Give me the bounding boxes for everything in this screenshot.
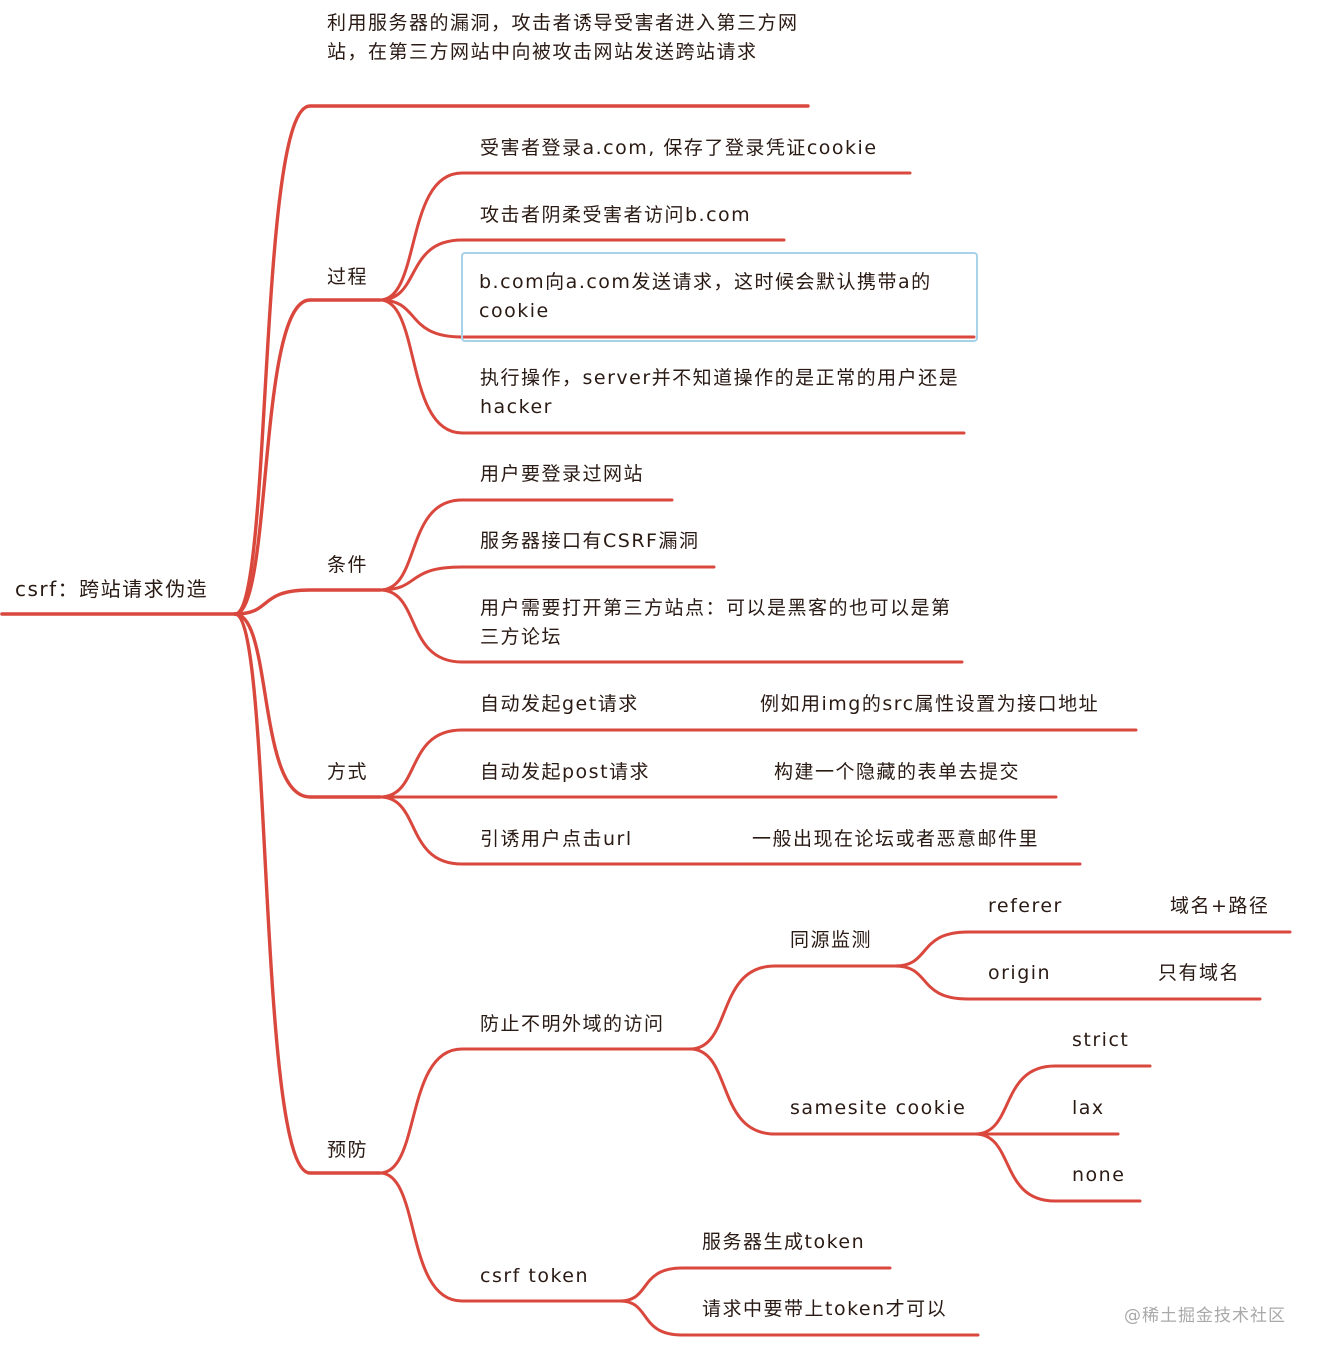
same-origin-node[interactable]: 同源监测 bbox=[790, 929, 873, 951]
branch-process bbox=[233, 298, 382, 616]
samesite-link-3 bbox=[973, 1132, 1142, 1203]
process-step-3[interactable]: b.com向a.com发送请求，这时候会默认携带a的cookie bbox=[479, 271, 932, 322]
method-link-3 bbox=[378, 795, 742, 866]
samesite-node[interactable]: samesite cookie bbox=[790, 1097, 967, 1119]
process-link-1 bbox=[378, 171, 912, 302]
method-link-1 bbox=[378, 728, 742, 799]
block-foreign-link-2 bbox=[688, 1047, 977, 1136]
samesite-none[interactable]: none bbox=[1072, 1164, 1126, 1186]
samesite-strict[interactable]: strict bbox=[1072, 1029, 1130, 1051]
condition-link-2 bbox=[378, 565, 716, 592]
method-get-detail[interactable]: 例如用img的src属性设置为接口地址 bbox=[760, 693, 1100, 715]
csrf-token-node[interactable]: csrf token bbox=[480, 1265, 590, 1287]
token-item-1[interactable]: 服务器生成token bbox=[702, 1231, 866, 1253]
token-link-2 bbox=[618, 1299, 980, 1337]
method-post-detail[interactable]: 构建一个隐藏的表单去提交 bbox=[774, 761, 1021, 783]
block-foreign-link-1 bbox=[688, 964, 897, 1051]
method-get[interactable]: 自动发起get请求 bbox=[480, 693, 639, 715]
origin-node[interactable]: origin bbox=[988, 962, 1052, 984]
process-node[interactable]: 过程 bbox=[327, 266, 369, 288]
referer-detail[interactable]: 域名+路径 bbox=[1170, 895, 1270, 917]
method-post[interactable]: 自动发起post请求 bbox=[480, 761, 651, 783]
samesite-link-1 bbox=[973, 1064, 1152, 1136]
condition-item-2[interactable]: 服务器接口有CSRF漏洞 bbox=[480, 530, 700, 552]
same-origin-link-1 bbox=[893, 930, 1077, 968]
watermark: @稀土掘金技术社区 bbox=[1124, 1306, 1286, 1326]
same-origin-link-2 bbox=[893, 964, 1077, 1001]
prevention-link-2 bbox=[378, 1171, 622, 1303]
samesite-lax[interactable]: lax bbox=[1072, 1097, 1105, 1119]
process-link-4 bbox=[378, 298, 966, 435]
branch-methods bbox=[233, 612, 382, 799]
branch-conditions bbox=[233, 588, 382, 616]
token-item-2[interactable]: 请求中要带上token才可以 bbox=[702, 1298, 948, 1320]
prevention-link-1 bbox=[378, 1047, 692, 1175]
condition-link-3 bbox=[378, 588, 964, 664]
process-step-4[interactable]: 执行操作，server并不知道操作的是正常的用户还是hacker bbox=[480, 367, 960, 418]
selected-node-highlight bbox=[461, 252, 978, 342]
process-link-3 bbox=[378, 298, 976, 339]
method-url[interactable]: 引诱用户点击url bbox=[480, 828, 633, 850]
origin-detail[interactable]: 只有域名 bbox=[1158, 962, 1241, 984]
method-url-detail[interactable]: 一般出现在论坛或者恶意邮件里 bbox=[752, 828, 1040, 850]
process-link-2 bbox=[378, 238, 786, 302]
definition-node[interactable]: 利用服务器的漏洞，攻击者诱导受害者进入第三方网站，在第三方网站中向被攻击网站发送… bbox=[327, 12, 799, 63]
condition-item-1[interactable]: 用户要登录过网站 bbox=[480, 463, 645, 485]
branch-prevention bbox=[233, 612, 382, 1175]
condition-item-3[interactable]: 用户需要打开第三方站点：可以是黑客的也可以是第三方论坛 bbox=[480, 597, 952, 648]
methods-node[interactable]: 方式 bbox=[327, 761, 369, 783]
prevention-node[interactable]: 预防 bbox=[327, 1139, 369, 1161]
conditions-node[interactable]: 条件 bbox=[327, 554, 369, 576]
block-foreign-node[interactable]: 防止不明外域的访问 bbox=[480, 1013, 665, 1035]
condition-link-1 bbox=[378, 498, 674, 592]
process-step-2[interactable]: 攻击者阴柔受害者访问b.com bbox=[480, 204, 752, 226]
token-link-1 bbox=[618, 1266, 892, 1303]
branch-definition bbox=[233, 104, 810, 616]
process-step-1[interactable]: 受害者登录a.com, 保存了登录凭证cookie bbox=[480, 137, 878, 159]
root-node[interactable]: csrf：跨站请求伪造 bbox=[15, 577, 209, 601]
referer-node[interactable]: referer bbox=[988, 895, 1063, 917]
